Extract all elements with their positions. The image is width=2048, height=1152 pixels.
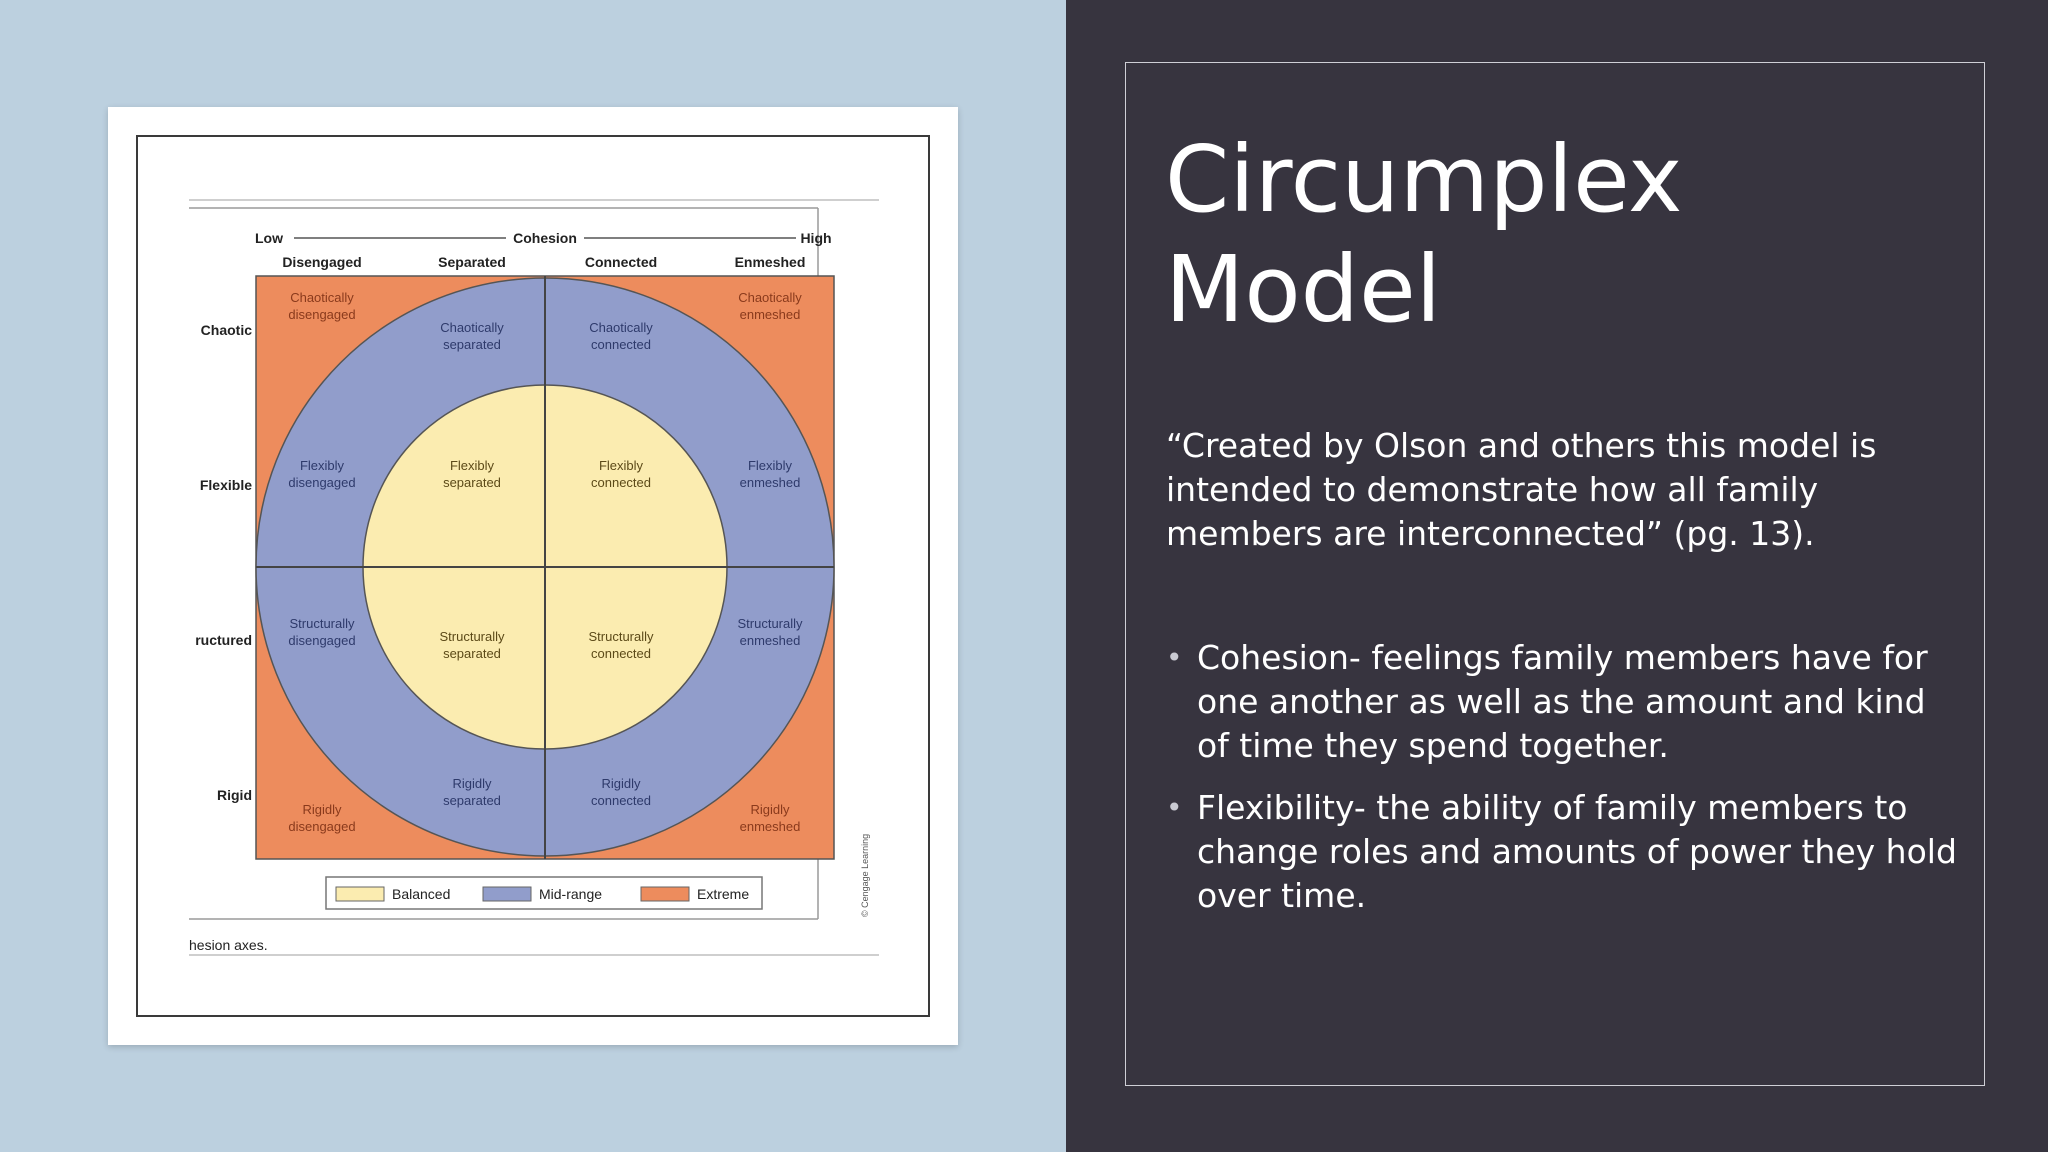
bullet-dot-icon: • xyxy=(1166,791,1183,824)
figure-caption: hesion axes. xyxy=(189,937,268,953)
right-panel xyxy=(1066,0,2048,1152)
axis-high-label: High xyxy=(800,230,831,246)
column-header-disengaged: Disengaged xyxy=(282,254,361,270)
bullet-item: • Flexibility- the ability of family memb… xyxy=(1166,786,1966,918)
row-header-structured: ructured xyxy=(195,632,252,648)
legend-swatch-balanced xyxy=(335,886,385,902)
diagram-image-frame: Low Cohesion High Disengaged Separated C… xyxy=(136,135,930,1017)
row-header-rigid: Rigid xyxy=(217,787,252,803)
bullet-text-cohesion: Cohesion- feelings family members have f… xyxy=(1197,638,1928,765)
slide-title-line-1: Circumplex xyxy=(1165,126,1683,233)
diagram-image-card: Low Cohesion High Disengaged Separated C… xyxy=(108,107,958,1045)
left-panel: Low Cohesion High Disengaged Separated C… xyxy=(0,0,1066,1152)
row-header-flexible: Flexible xyxy=(200,477,252,493)
slide-title-line-2: Model xyxy=(1165,236,1442,343)
axis-low-label: Low xyxy=(255,230,283,246)
bullet-item: • Cohesion- feelings family members have … xyxy=(1166,636,1966,768)
quote-text: “Created by Olson and others this model … xyxy=(1166,426,1877,553)
bullet-list: • Cohesion- feelings family members have … xyxy=(1166,636,1966,936)
column-header-enmeshed: Enmeshed xyxy=(735,254,806,270)
axis-title: Cohesion xyxy=(513,230,577,246)
row-header-chaotic: Chaotic xyxy=(201,322,253,338)
text-frame xyxy=(1125,62,1985,1086)
legend-swatch-mid-range xyxy=(482,886,532,902)
bullet-dot-icon: • xyxy=(1166,641,1183,674)
column-header-connected: Connected xyxy=(585,254,657,270)
column-header-separated: Separated xyxy=(438,254,506,270)
legend-label-balanced: Balanced xyxy=(392,886,450,902)
bullet-text-flexibility: Flexibility- the ability of family membe… xyxy=(1197,788,1957,915)
image-credit: © Cengage Learning xyxy=(860,834,870,917)
slide-title: Circumplex Model xyxy=(1165,125,1925,345)
legend-label-extreme: Extreme xyxy=(697,886,749,902)
legend-swatch-extreme xyxy=(640,886,690,902)
circumplex-diagram: Low Cohesion High Disengaged Separated C… xyxy=(189,199,879,956)
legend-label-mid-range: Mid-range xyxy=(539,886,602,902)
